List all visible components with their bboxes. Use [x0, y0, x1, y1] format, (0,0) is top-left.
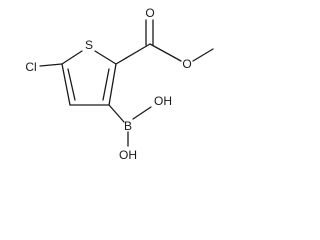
bond-s-c2 — [94, 50, 117, 65]
atom-hydroxyl-lower: OH — [119, 148, 137, 162]
bond-ccarbonyl-oester — [149, 43, 182, 62]
bond-c2-ccarbonyl — [115, 43, 151, 65]
atom-carbonyl-oxygen: O — [145, 6, 154, 20]
atom-boron: B — [124, 119, 132, 133]
bond-c3-c2 — [108, 63, 117, 106]
atom-sulfur: S — [85, 38, 93, 52]
structure-canvas: S Cl O O B OH OH — [25, 6, 214, 162]
bond-c3-c2-inner — [102, 68, 110, 101]
atom-chlorine: Cl — [25, 60, 36, 74]
atom-hydroxyl-upper: OH — [154, 94, 172, 108]
bond-b-oh-upper — [132, 106, 152, 120]
bond-c5-c4-inner — [67, 68, 76, 101]
bond-c5-cl — [39, 63, 63, 67]
bond-oester-methyl — [192, 48, 214, 62]
bond-s-c5 — [61, 50, 83, 65]
molecule-diagram: S Cl O O B OH OH — [25, 6, 214, 162]
bond-c5-c4 — [61, 63, 71, 106]
bond-c3-b — [108, 104, 125, 123]
atom-ester-oxygen: O — [182, 57, 191, 71]
